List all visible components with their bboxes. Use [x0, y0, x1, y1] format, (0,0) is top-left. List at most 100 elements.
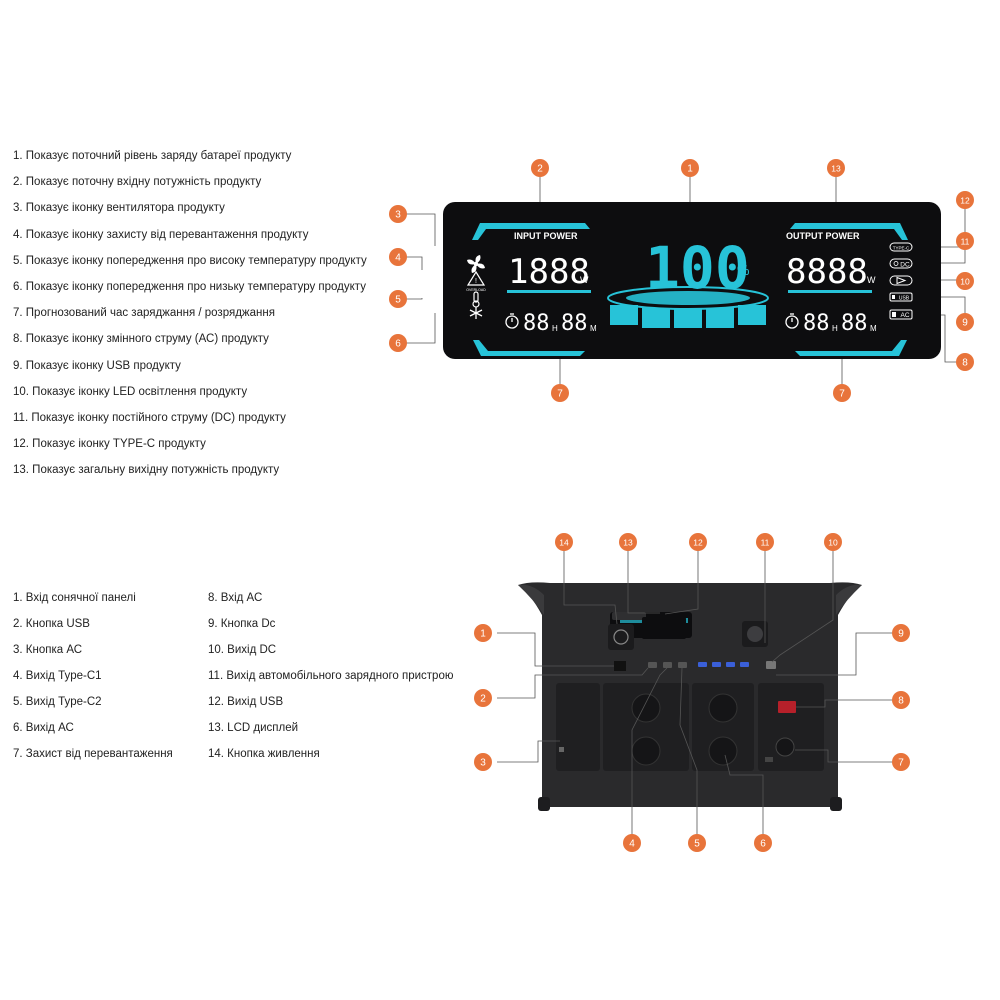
dc-button[interactable] [766, 661, 776, 669]
legend-item: 10. Показує іконку LED освітлення продук… [13, 385, 248, 398]
input-power-value: 1888 [508, 252, 590, 292]
legend-item: 3. Кнопка АС [13, 644, 83, 656]
type-c-icon-label: TYPE-C [893, 246, 910, 251]
callout-marker [474, 753, 492, 771]
legend-item: 4. Показує іконку захисту від перевантаж… [13, 228, 309, 241]
callout-marker [892, 624, 910, 642]
callout-marker [827, 159, 845, 177]
callout-number: 2 [480, 694, 486, 705]
dc-icon: DC [889, 258, 913, 269]
legend-item: 9. Показує іконку USB продукту [13, 359, 181, 372]
input-power-label: INPUT POWER [514, 231, 578, 241]
svg-text:!: ! [475, 278, 477, 285]
callout-marker [389, 290, 407, 308]
ac-output-socket [708, 736, 738, 766]
callout-marker [623, 834, 641, 852]
hour-unit: H [832, 324, 838, 333]
battery-percent-value: 100 [645, 234, 750, 302]
legend-item: 14. Кнопка живлення [208, 748, 320, 760]
legend-item: 13. LCD дисплей [208, 722, 299, 734]
legend-item: 8. Вхід АС [208, 592, 263, 604]
fan-icon [467, 255, 485, 273]
output-power-value: 8888 [786, 252, 868, 292]
ac-input [778, 701, 796, 713]
ac-button[interactable] [663, 662, 672, 668]
legend-item: 9. Кнопка Dc [208, 618, 276, 630]
legend-item: 11. Показує іконку постійного струму (DC… [13, 412, 286, 424]
percent-sign: % [737, 262, 749, 278]
led-light-icon [889, 275, 913, 286]
callout-marker [474, 689, 492, 707]
callout-number: 8 [962, 358, 968, 369]
callout-number: 9 [898, 629, 904, 640]
overload-protection [765, 757, 773, 762]
solar-panel-input [608, 624, 634, 650]
ac-output-socket [631, 693, 661, 723]
callout-number: 14 [559, 538, 569, 548]
callout-marker [892, 691, 910, 709]
legend-item: 13. Показує загальну вихідну потужність … [13, 464, 280, 477]
callout-marker [555, 533, 573, 551]
legend-item: 7. Прогнозований час заряджання / розряд… [13, 307, 275, 320]
time-minutes-digits: 88 [561, 311, 588, 336]
ac-socket-panel [603, 683, 689, 771]
ac-icon: AC [889, 309, 913, 320]
minute-unit: M [870, 324, 877, 333]
output-power-label: OUTPUT POWER [786, 231, 860, 241]
dc-icon-label: DC [900, 262, 910, 269]
callout-marker [833, 384, 851, 402]
callout-number: 6 [395, 339, 401, 350]
callout-number: 1 [480, 629, 486, 640]
callout-number: 5 [395, 295, 401, 306]
time-hours-digits: 88 [523, 311, 550, 336]
callout-number: 12 [960, 196, 970, 206]
callout-number: 11 [961, 237, 970, 247]
low-temperature-icon [469, 307, 483, 319]
legend-item: 4. Вихід Type-C1 [13, 670, 102, 682]
callout-marker [956, 232, 974, 250]
stopwatch-icon [785, 313, 799, 329]
callout-number: 8 [898, 696, 904, 707]
display-legend: 1. Показує поточний рівень заряду батаре… [13, 150, 393, 490]
minute-unit: M [590, 324, 597, 333]
usb-icon-label: USB [899, 296, 910, 302]
callout-number: 10 [828, 538, 838, 548]
lcd-panel [443, 202, 941, 359]
usb-output [726, 662, 735, 667]
callout-number: 11 [761, 538, 770, 548]
usb-output [712, 662, 721, 667]
callout-marker [756, 533, 774, 551]
callout-number: 5 [694, 839, 700, 850]
legend-item: 1. Вхід сонячної панелі [13, 592, 136, 604]
time-hours-digits: 88 [803, 311, 830, 336]
callout-number: 3 [480, 758, 486, 769]
callout-marker [688, 834, 706, 852]
callout-marker [531, 159, 549, 177]
callout-number: 3 [395, 210, 401, 221]
callout-number: 4 [629, 839, 635, 850]
callout-marker [389, 248, 407, 266]
callout-marker [956, 353, 974, 371]
callout-number: 7 [557, 389, 563, 400]
callout-marker [956, 313, 974, 331]
callout-marker [824, 533, 842, 551]
legend-item: 11. Вихід автомобільного зарядного прист… [208, 670, 454, 682]
ac-output-socket [708, 693, 738, 723]
callout-number: 6 [760, 839, 766, 850]
callout-marker [551, 384, 569, 402]
legend-item: 6. Вихід АС [13, 722, 74, 734]
dc-output-port [775, 737, 795, 757]
callout-marker [956, 272, 974, 290]
legend-item: 3. Показує іконку вентилятора продукту [13, 202, 225, 215]
power-button[interactable] [678, 662, 687, 668]
callout-number: 13 [831, 164, 841, 174]
legend-item: 8. Показує іконку змінного струму (АС) п… [13, 333, 269, 346]
time-minutes-digits: 88 [841, 311, 868, 336]
input-watt-unit: W [580, 275, 589, 285]
output-timer: 88 H 88 M [785, 311, 877, 336]
lcd-frame-accents [472, 223, 908, 356]
callout-number: 4 [395, 253, 401, 264]
usb-button[interactable] [648, 662, 657, 668]
